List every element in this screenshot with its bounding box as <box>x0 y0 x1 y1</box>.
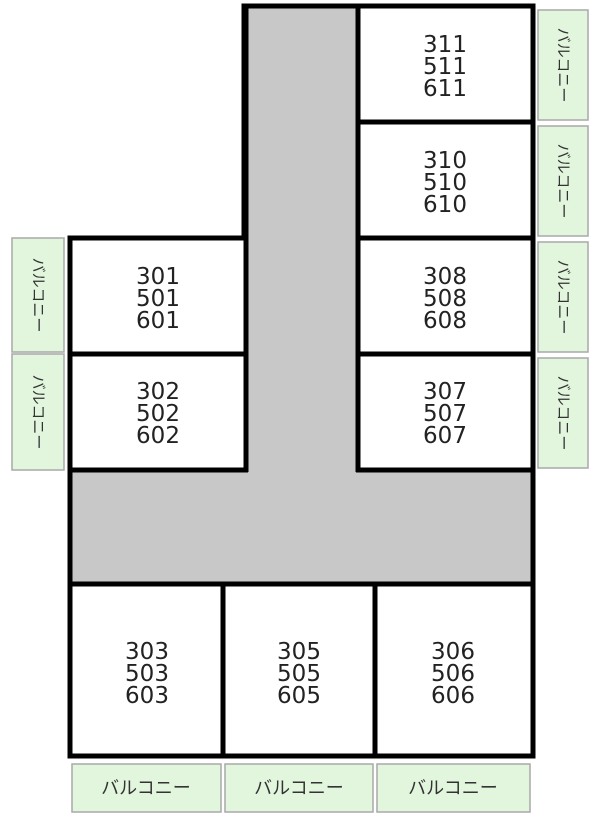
balcony-left-2: バルコニー <box>11 353 65 471</box>
balcony-label: バルコニー <box>254 778 344 799</box>
room-number: 507 <box>423 401 467 427</box>
corridor <box>72 8 531 582</box>
room-number: 308 <box>423 264 467 290</box>
room-number: 608 <box>423 308 467 334</box>
room-number: 601 <box>136 308 180 334</box>
room-number: 611 <box>423 76 467 102</box>
room-number: 505 <box>277 661 321 687</box>
room-number: 506 <box>431 661 475 687</box>
room-308 <box>358 240 531 354</box>
room-number: 607 <box>423 423 467 449</box>
room-number: 503 <box>125 661 169 687</box>
room-number: 311 <box>423 32 467 58</box>
room-number: 310 <box>423 148 467 174</box>
room-number: 301 <box>136 264 180 290</box>
balcony-label: バルコニー <box>555 376 573 451</box>
balcony-label: バルコニー <box>555 260 573 335</box>
balcony-right-3: バルコニー <box>537 241 589 353</box>
room-310 <box>358 124 531 238</box>
balcony-left-1: バルコニー <box>11 237 65 353</box>
room-number: 510 <box>423 170 467 196</box>
balcony-right-1: バルコニー <box>537 9 589 121</box>
room-302 <box>72 356 246 470</box>
balcony-label: バルコニー <box>30 375 48 450</box>
room-number: 305 <box>277 639 321 665</box>
room-number: 302 <box>136 379 180 405</box>
room-310-label: 310 510 610 <box>423 148 467 218</box>
room-number: 603 <box>125 683 169 709</box>
room-306 <box>375 586 531 754</box>
balcony-label: バルコニー <box>30 258 48 333</box>
room-306-label: 306 506 606 <box>431 639 475 709</box>
balcony-label: バルコニー <box>555 144 573 219</box>
room-311-label: 311 511 611 <box>423 32 467 102</box>
room-305-label: 305 505 605 <box>277 639 321 709</box>
room-307 <box>358 356 531 470</box>
room-number: 303 <box>125 639 169 665</box>
balcony-right-4: バルコニー <box>537 357 589 469</box>
balcony-bottom-2: バルコニー <box>224 763 374 813</box>
balcony-right-2: バルコニー <box>537 125 589 237</box>
room-number: 508 <box>423 286 467 312</box>
room-303-label: 303 503 603 <box>125 639 169 709</box>
balcony-label: バルコニー <box>555 28 573 103</box>
room-301-label: 301 501 601 <box>136 264 180 334</box>
room-number: 610 <box>423 192 467 218</box>
room-305 <box>225 586 375 754</box>
room-301 <box>72 240 246 354</box>
room-307-label: 307 507 607 <box>423 379 467 449</box>
room-302-label: 302 502 602 <box>136 379 180 449</box>
room-number: 501 <box>136 286 180 312</box>
room-number: 502 <box>136 401 180 427</box>
room-308-label: 308 508 608 <box>423 264 467 334</box>
room-number: 307 <box>423 379 467 405</box>
room-number: 605 <box>277 683 321 709</box>
interior-walls <box>70 6 533 756</box>
room-311 <box>358 8 531 122</box>
room-number: 602 <box>136 423 180 449</box>
room-number: 306 <box>431 639 475 665</box>
balcony-bottom-1: バルコニー <box>71 763 222 813</box>
balcony-label: バルコニー <box>408 778 498 799</box>
room-303 <box>72 586 221 754</box>
balcony-bottom-3: バルコニー <box>376 763 531 813</box>
room-number: 511 <box>423 54 467 80</box>
balcony-label: バルコニー <box>101 778 191 799</box>
room-number: 606 <box>431 683 475 709</box>
